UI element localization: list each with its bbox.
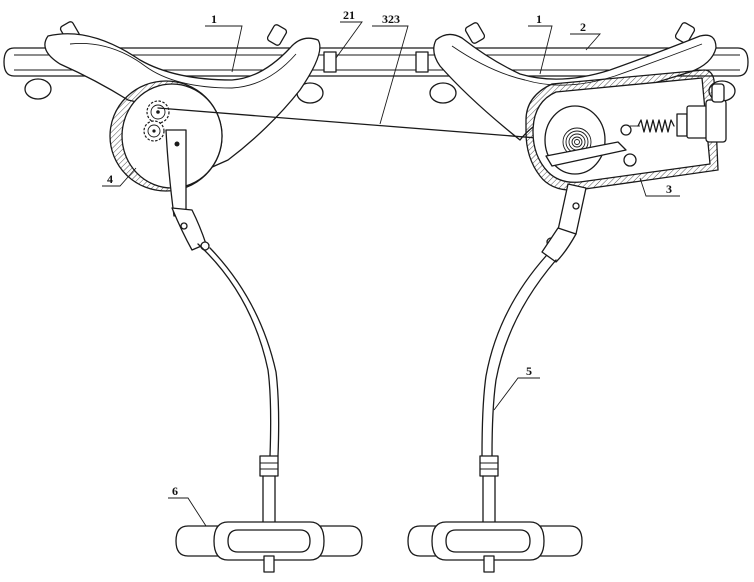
cable [157, 107, 576, 142]
label-drum: 4 [107, 172, 113, 186]
label-clamp: 21 [343, 8, 355, 22]
part-labels: 1 21 323 1 2 3 4 5 6 [107, 8, 672, 498]
label-bar: 2 [580, 20, 586, 34]
right-spring-box [525, 69, 727, 191]
right-foot-pedal [407, 521, 583, 573]
label-frame-left: 1 [211, 12, 217, 26]
bar-clamps [323, 51, 429, 73]
label-cable: 323 [382, 12, 400, 26]
label-foot-pedal: 6 [172, 484, 178, 498]
leader-lines [102, 21, 680, 527]
label-frame-right: 1 [536, 12, 542, 26]
label-leg: 5 [526, 364, 532, 378]
gear-lower [143, 120, 165, 142]
left-foot-pedal [175, 521, 363, 573]
label-spring-box: 3 [666, 182, 672, 196]
coil-spring [630, 119, 675, 133]
left-leg [165, 129, 280, 525]
right-leg [479, 183, 587, 525]
gear-upper [146, 100, 170, 124]
